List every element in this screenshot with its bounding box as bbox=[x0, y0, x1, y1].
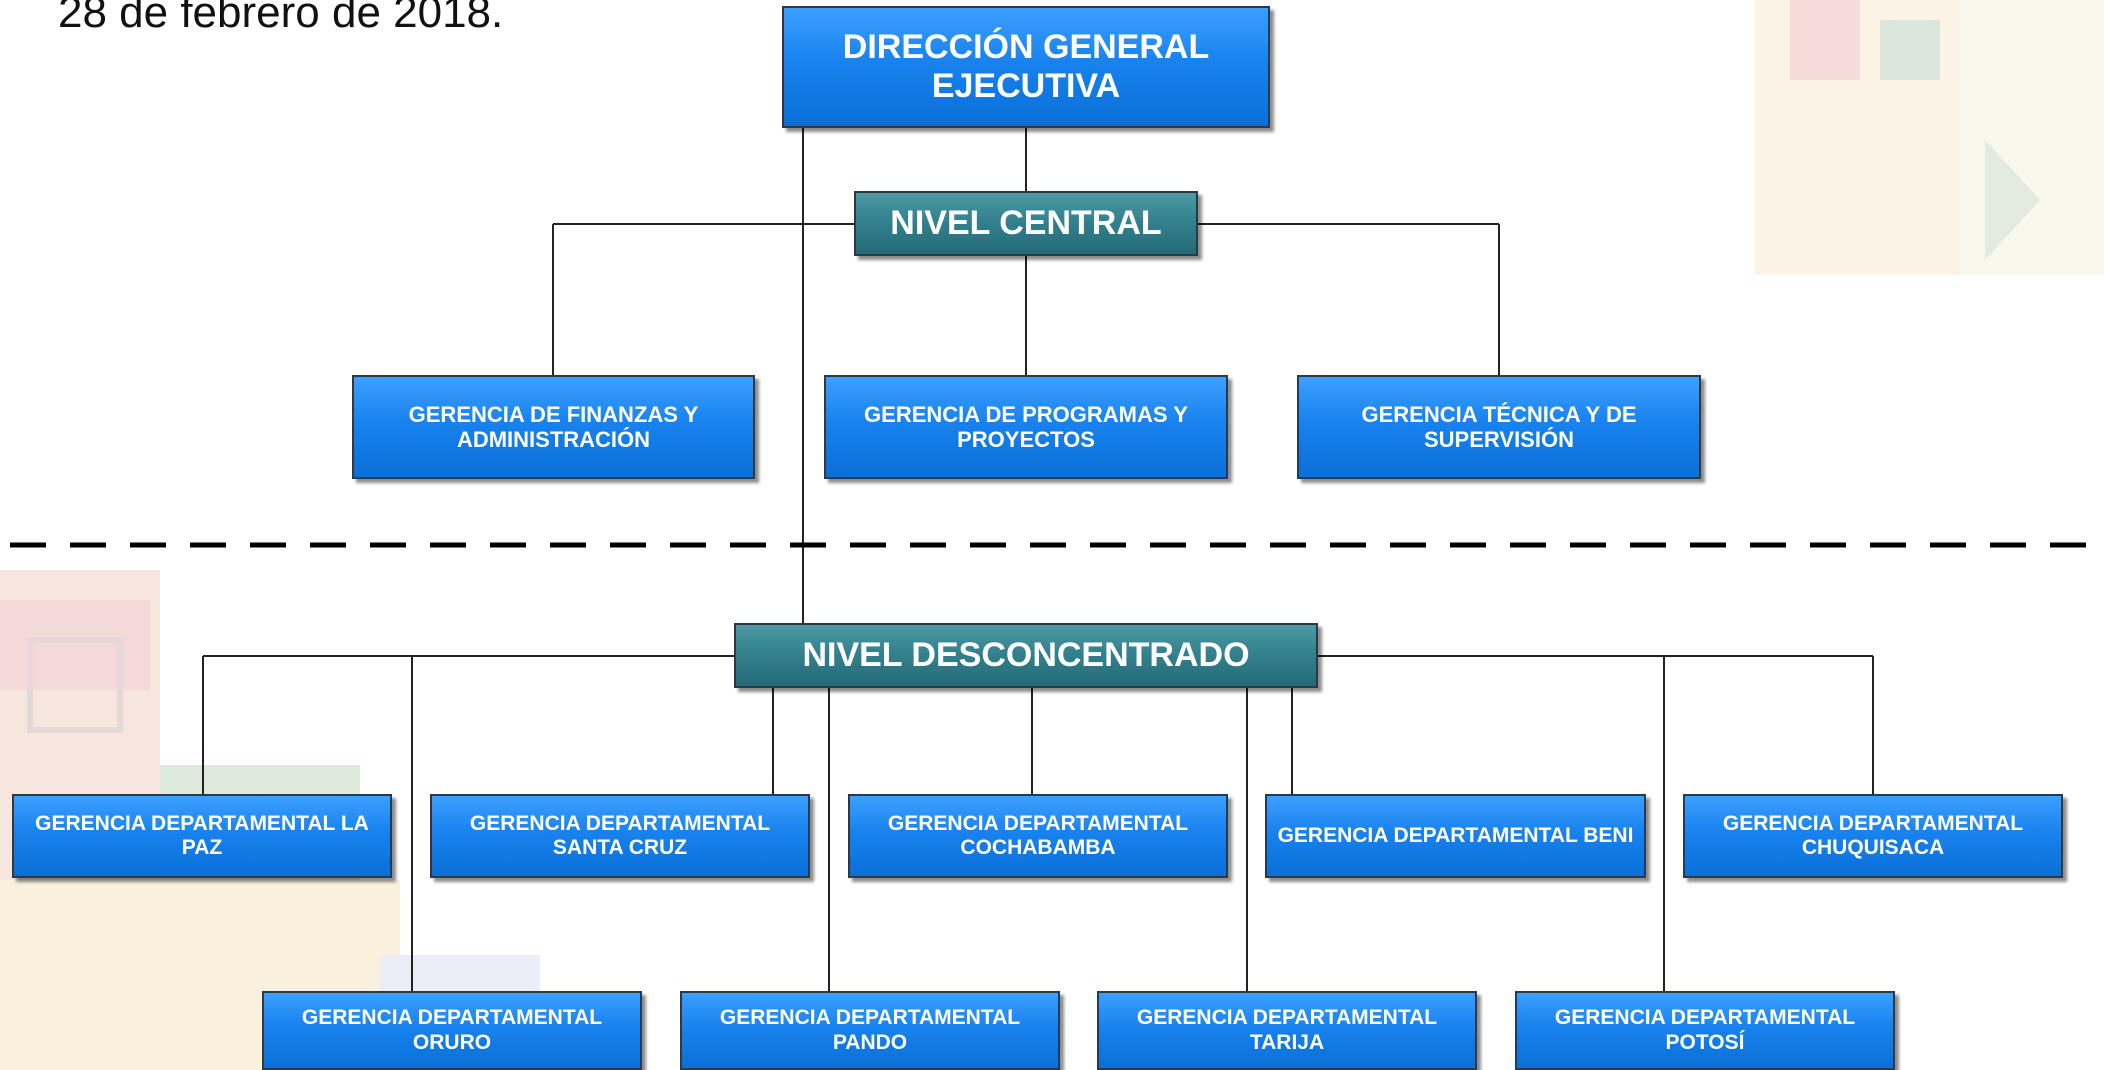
nivel-central-box: NIVEL CENTRAL bbox=[854, 191, 1198, 256]
gerencia-cochabamba-box: GERENCIA DEPARTAMENTAL COCHABAMBA bbox=[848, 794, 1228, 878]
gerencia-potosi-label: GERENCIA DEPARTAMENTAL POTOSÍ bbox=[1554, 1006, 1856, 1054]
gerencia-oruro-label: GERENCIA DEPARTAMENTAL ORURO bbox=[301, 1006, 603, 1054]
gerencia-finanzas-box: GERENCIA DE FINANZAS Y ADMINISTRACIÓN bbox=[352, 375, 755, 479]
direccion-general-box: DIRECCIÓN GENERAL EJECUTIVA bbox=[782, 6, 1270, 128]
gerencia-programas-label: GERENCIA DE PROGRAMAS Y PROYECTOS bbox=[864, 401, 1188, 452]
gerencia-beni-box: GERENCIA DEPARTAMENTAL BENI bbox=[1265, 794, 1646, 878]
gerencia-santa-cruz-box: GERENCIA DEPARTAMENTAL SANTA CRUZ bbox=[430, 794, 810, 878]
date-text: 28 de febrero de 2018. bbox=[58, 0, 504, 37]
gerencia-finanzas-label: GERENCIA DE FINANZAS Y ADMINISTRACIÓN bbox=[408, 401, 699, 452]
gerencia-beni-label: GERENCIA DEPARTAMENTAL BENI bbox=[1277, 823, 1634, 847]
gerencia-potosi-box: GERENCIA DEPARTAMENTAL POTOSÍ bbox=[1515, 991, 1895, 1070]
nivel-desconcentrado-label: NIVEL DESCONCENTRADO bbox=[802, 635, 1250, 674]
direccion-general-label: DIRECCIÓN GENERAL EJECUTIVA bbox=[842, 27, 1210, 105]
gerencia-programas-box: GERENCIA DE PROGRAMAS Y PROYECTOS bbox=[824, 375, 1228, 479]
gerencia-chuquisaca-box: GERENCIA DEPARTAMENTAL CHUQUISACA bbox=[1683, 794, 2063, 878]
gerencia-pando-label: GERENCIA DEPARTAMENTAL PANDO bbox=[719, 1006, 1021, 1054]
gerencia-tarija-box: GERENCIA DEPARTAMENTAL TARIJA bbox=[1097, 991, 1477, 1070]
gerencia-santa-cruz-label: GERENCIA DEPARTAMENTAL SANTA CRUZ bbox=[469, 811, 771, 859]
gerencia-la-paz-box: GERENCIA DEPARTAMENTAL LA PAZ bbox=[12, 794, 392, 878]
nivel-central-label: NIVEL CENTRAL bbox=[890, 203, 1162, 242]
nivel-desconcentrado-box: NIVEL DESCONCENTRADO bbox=[734, 623, 1318, 688]
gerencia-tecnica-label: GERENCIA TÉCNICA Y DE SUPERVISIÓN bbox=[1361, 401, 1637, 452]
gerencia-tecnica-box: GERENCIA TÉCNICA Y DE SUPERVISIÓN bbox=[1297, 375, 1701, 479]
gerencia-la-paz-label: GERENCIA DEPARTAMENTAL LA PAZ bbox=[35, 811, 369, 859]
pattern-top-right bbox=[1755, 0, 2104, 275]
gerencia-pando-box: GERENCIA DEPARTAMENTAL PANDO bbox=[680, 991, 1060, 1070]
gerencia-chuquisaca-label: GERENCIA DEPARTAMENTAL CHUQUISACA bbox=[1722, 811, 2024, 859]
gerencia-tarija-label: GERENCIA DEPARTAMENTAL TARIJA bbox=[1136, 1006, 1438, 1054]
gerencia-cochabamba-label: GERENCIA DEPARTAMENTAL COCHABAMBA bbox=[887, 811, 1189, 859]
gerencia-oruro-box: GERENCIA DEPARTAMENTAL ORURO bbox=[262, 991, 642, 1070]
